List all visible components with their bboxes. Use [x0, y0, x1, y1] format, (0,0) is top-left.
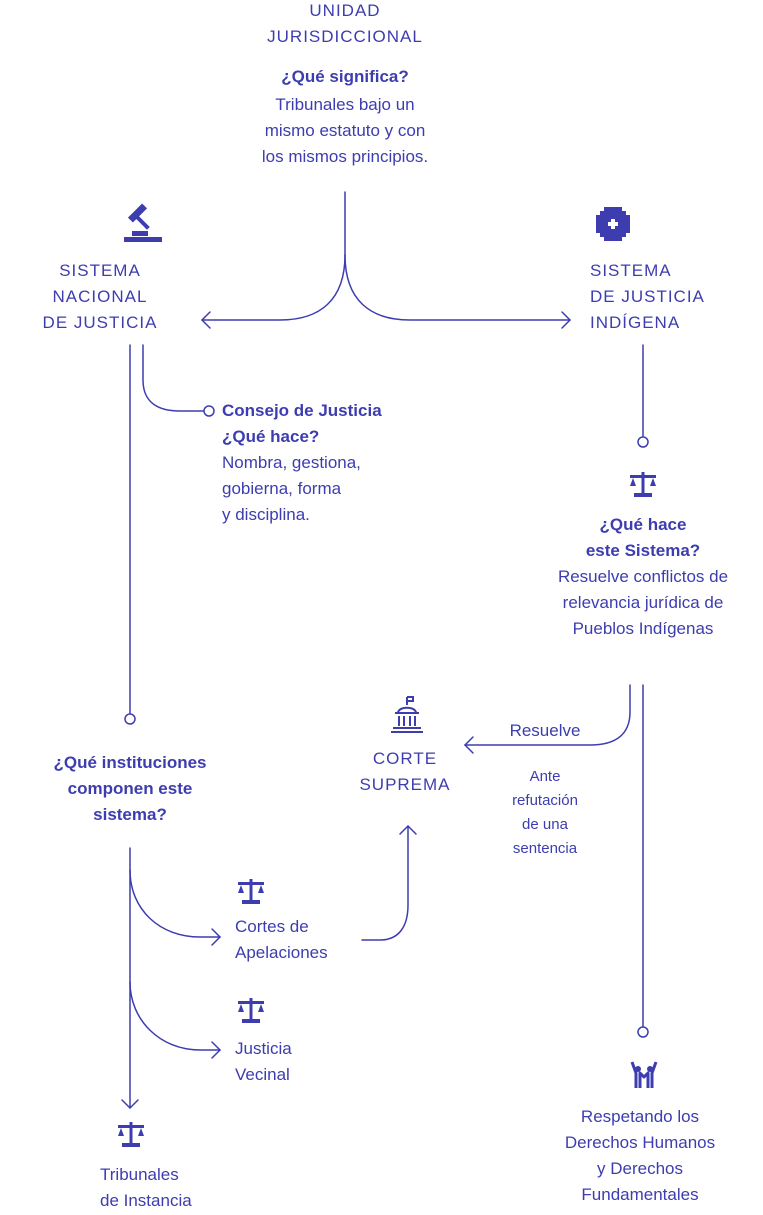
nacional-line-3: DE JUSTICIA — [42, 313, 158, 332]
derechos-line-2: Derechos Humanos — [564, 1133, 716, 1152]
tribunales-line-1: Tribunales — [100, 1165, 179, 1184]
corte-line-1: CORTE — [372, 749, 438, 768]
corte-suprema-label: CORTE SUPREMA — [340, 746, 470, 798]
resuelve-arrow-head — [463, 736, 474, 754]
node-consejo — [203, 405, 215, 417]
scales-icon — [118, 1122, 144, 1147]
justicia-vecinal-label: Justicia Vecinal — [235, 1036, 355, 1088]
node-derechos — [637, 1026, 649, 1038]
scales-icon — [238, 879, 264, 904]
indigena-function-block: ¿Qué hace este Sistema? Resuelve conflic… — [528, 512, 758, 642]
tribunales-line-2: de Instancia — [100, 1191, 192, 1210]
vecinal-branch-line — [129, 981, 221, 1051]
header-title: UNIDAD JURISDICCIONAL — [230, 0, 460, 50]
consejo-block: Consejo de Justicia ¿Qué hace? Nombra, g… — [222, 398, 442, 528]
consejo-branch-line — [142, 344, 204, 412]
consejo-question: ¿Qué hace? — [222, 427, 320, 446]
branch-left-line — [201, 254, 346, 321]
header-question: ¿Qué significa? — [281, 67, 409, 86]
resuelve-label: Resuelve — [509, 721, 581, 740]
header-description-line-1: Tribunales bajo un — [275, 95, 415, 114]
header-title-line-2: JURISDICCIONAL — [267, 27, 423, 46]
instituciones-question: ¿Qué instituciones componen este sistema… — [20, 750, 240, 828]
header-description-line-2: mismo estatuto y con — [264, 121, 426, 140]
indigenous-emblem-icon — [596, 207, 630, 241]
cortes-line-2: Apelaciones — [235, 943, 328, 962]
supreme-court-building-icon — [391, 696, 423, 733]
people-raising-arms-icon — [630, 1061, 658, 1088]
instituciones-line-1: ¿Qué instituciones — [53, 753, 207, 772]
indigena-desc-2: relevancia jurídica de — [562, 593, 724, 612]
consejo-desc-2: gobierna, forma — [222, 479, 342, 498]
node-indigena — [637, 436, 649, 448]
sistema-nacional-label: SISTEMA NACIONAL DE JUSTICIA — [20, 258, 180, 336]
consejo-desc-1: Nombra, gestiona, — [222, 453, 361, 472]
indigena-question-2: este Sistema? — [585, 541, 701, 560]
instituciones-line-2: componen este — [67, 779, 193, 798]
arrow-left-head — [200, 311, 211, 329]
indigena-line-3: INDÍGENA — [590, 313, 681, 332]
cortes-branch-line — [129, 869, 221, 938]
ante-refutacion-label: Ante refutación de una sentencia — [490, 765, 600, 861]
ante-line-4: sentencia — [512, 840, 578, 857]
ante-line-3: de una — [522, 816, 568, 833]
indigena-question-1: ¿Qué hace — [599, 515, 687, 534]
apelaciones-to-corte-line — [361, 825, 409, 941]
consejo-title: Consejo de Justicia — [222, 401, 382, 420]
nacional-line-1: SISTEMA — [59, 261, 141, 280]
tribunales-arrow-head — [121, 1099, 139, 1110]
header-title-line-1: UNIDAD — [309, 1, 381, 20]
node-instituciones — [124, 713, 136, 725]
consejo-desc-3: y disciplina. — [222, 505, 310, 524]
indigena-desc-1: Resuelve conflictos de — [557, 567, 729, 586]
indigena-line-2: DE JUSTICIA — [590, 287, 705, 306]
arrow-right-head — [561, 311, 572, 329]
instituciones-line-3: sistema? — [93, 805, 167, 824]
header-description: Tribunales bajo un mismo estatuto y con … — [215, 92, 475, 170]
header-description-line-3: los mismos principios. — [261, 147, 429, 166]
ante-line-1: Ante — [529, 768, 561, 785]
corte-line-2: SUPREMA — [359, 775, 451, 794]
vecinal-line-1: Justicia — [235, 1039, 292, 1058]
indigena-desc-3: Pueblos Indígenas — [572, 619, 714, 638]
resuelve-line — [464, 684, 631, 746]
nacional-line-2: NACIONAL — [52, 287, 148, 306]
sistema-indigena-label: SISTEMA DE JUSTICIA INDÍGENA — [590, 258, 740, 336]
ante-line-2: refutación — [512, 792, 578, 809]
derechos-line-1: Respetando los — [580, 1107, 700, 1126]
cortes-arrow-head — [211, 928, 222, 946]
scales-icon — [630, 472, 656, 497]
vecinal-line-2: Vecinal — [235, 1065, 290, 1084]
derechos-label: Respetando los Derechos Humanos y Derech… — [540, 1104, 740, 1208]
derechos-line-4: Fundamentales — [581, 1185, 699, 1204]
cortes-apelaciones-label: Cortes de Apelaciones — [235, 914, 375, 966]
tribunales-label: Tribunales de Instancia — [100, 1162, 240, 1214]
branch-right-line — [344, 254, 571, 321]
derechos-line-3: y Derechos — [597, 1159, 683, 1178]
gavel-icon — [124, 203, 162, 242]
corte-up-arrow-head — [399, 824, 417, 835]
scales-icon — [238, 998, 264, 1023]
cortes-line-1: Cortes de — [235, 917, 309, 936]
indigena-line-1: SISTEMA — [590, 261, 672, 280]
vecinal-arrow-head — [211, 1041, 222, 1059]
